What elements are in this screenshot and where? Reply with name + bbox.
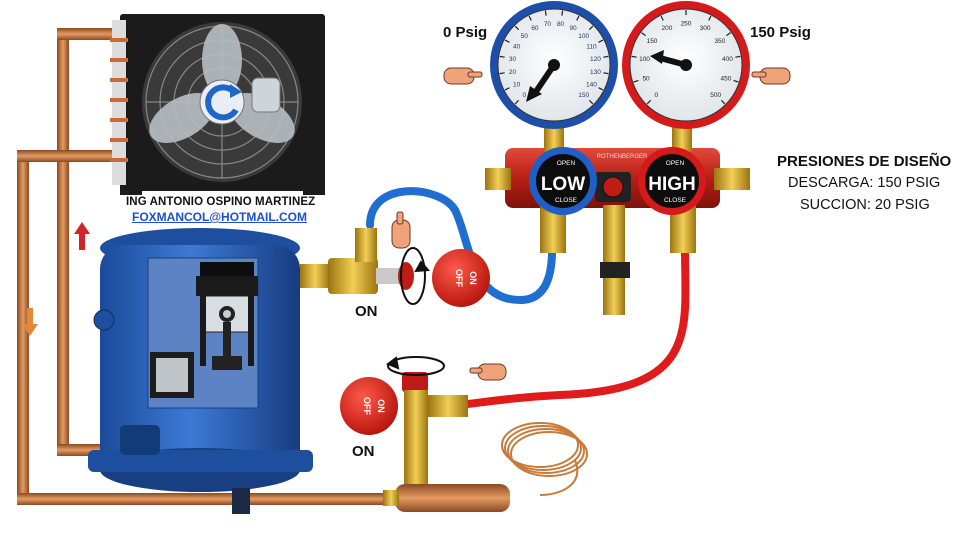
gauge-tick xyxy=(733,79,739,83)
gauge-tick-label: 110 xyxy=(586,43,597,50)
gauge-tick-label: 0 xyxy=(522,92,526,99)
gauge-tick-label: 70 xyxy=(544,21,552,28)
gauge-tick xyxy=(588,25,594,31)
gauge-tick xyxy=(499,72,505,75)
low-valve-knob[interactable]: LOW OPEN CLOSE xyxy=(529,147,597,215)
suction-cap-on: ON xyxy=(468,271,478,285)
gauge-tick-label: 10 xyxy=(513,82,521,89)
gauge-tick xyxy=(735,55,741,58)
gauge-tick xyxy=(633,79,639,83)
high-pressure-gauge: 0 50 100 150 200 250 300 350 400 450 500 xyxy=(622,1,750,129)
gauge-tick-label: 450 xyxy=(721,75,732,82)
low-close-label: CLOSE xyxy=(555,197,578,204)
discharge-service-valve xyxy=(402,372,468,484)
manifold-body xyxy=(485,124,750,315)
gauge-tick xyxy=(646,99,652,105)
gauge-tick xyxy=(598,87,604,91)
author-name: ING ANTONIO OSPINO MARTINEZ xyxy=(126,196,316,208)
gauge-tick-label: 100 xyxy=(578,33,589,40)
gauge-tick xyxy=(726,32,731,37)
high-valve-knob[interactable]: HIGH OPEN CLOSE xyxy=(638,147,706,215)
gauge-tick xyxy=(514,25,520,31)
suction-valve-cap[interactable]: OFF ON xyxy=(432,249,490,307)
manifold-brand: ROTHENBERGER xyxy=(597,154,648,160)
copper-piping xyxy=(17,28,417,505)
discharge-valve-state: ON xyxy=(352,443,375,460)
gauge-tick-label: 80 xyxy=(557,21,565,28)
gauge-tick-label: 30 xyxy=(509,56,517,63)
discharge-cap-on: ON xyxy=(376,399,386,413)
gauge-tick xyxy=(631,55,637,58)
discharge-cap-off: OFF xyxy=(362,397,372,415)
gauge-tick-label: 40 xyxy=(513,43,521,50)
gauge-tick xyxy=(514,99,520,105)
suction-pressure-spec: SUCCION: 20 PSIG xyxy=(800,197,930,213)
gauge-tick-label: 0 xyxy=(654,92,658,99)
suction-rotation-arrow xyxy=(400,247,431,305)
gauge-tick-label: 90 xyxy=(569,25,577,32)
high-close-label: CLOSE xyxy=(664,197,687,204)
gauge-tick-label: 120 xyxy=(590,56,601,63)
discharge-pressure-spec: DESCARGA: 150 PSIG xyxy=(788,175,941,191)
gauge-tick-label: 400 xyxy=(722,56,733,63)
pointing-hand-icon-discharge xyxy=(469,363,507,381)
compressor xyxy=(88,228,313,514)
design-pressures-title: PRESIONES DE DISEÑO xyxy=(777,153,952,170)
discharge-rotation-arrow xyxy=(385,356,445,376)
gauge-tick-label: 60 xyxy=(531,25,539,32)
gauge-tick-label: 20 xyxy=(509,69,517,76)
gauge-tick xyxy=(641,32,646,37)
gauge-tick-label: 500 xyxy=(710,92,721,99)
low-gauge-reading: 0 Psig xyxy=(443,24,488,41)
gauge-tick xyxy=(603,55,609,58)
high-open-label: OPEN xyxy=(666,160,685,167)
gauge-tick-label: 250 xyxy=(681,21,692,28)
pointing-hand-icon-suction xyxy=(391,211,411,249)
suction-valve-state: ON xyxy=(355,303,378,320)
gauge-tick xyxy=(528,15,532,21)
pointing-hand-icon-high xyxy=(751,67,791,85)
gauge-tick xyxy=(603,72,609,75)
discharge-hose xyxy=(451,246,690,409)
discharge-valve-cap[interactable]: OFF ON xyxy=(340,377,398,435)
condenser-unit xyxy=(110,14,325,195)
gauge-tick-label: 150 xyxy=(647,38,658,45)
low-open-label: OPEN xyxy=(557,160,576,167)
low-knob-label: LOW xyxy=(541,174,585,195)
flow-arrows xyxy=(22,222,90,336)
gauge-tick-label: 150 xyxy=(578,92,589,99)
gauge-tick-label: 300 xyxy=(700,25,711,32)
gauge-tick xyxy=(708,15,712,21)
gauge-tick xyxy=(544,10,547,16)
gauge-tick xyxy=(561,10,564,16)
capillary-coil xyxy=(501,422,588,496)
gauge-tick-label: 130 xyxy=(590,69,601,76)
high-knob-label: HIGH xyxy=(648,174,696,195)
gauge-tick xyxy=(660,15,664,21)
gauge-tick-label: 200 xyxy=(662,25,673,32)
gauge-tick-label: 350 xyxy=(715,38,726,45)
gauge-tick-label: 50 xyxy=(521,33,529,40)
gauge-tick-label: 100 xyxy=(639,56,650,63)
suction-service-valve xyxy=(300,228,414,294)
filter-drier xyxy=(383,484,510,512)
suction-cap-off: OFF xyxy=(454,269,464,287)
pointing-hand-icon-low xyxy=(443,67,483,85)
gauge-tick xyxy=(499,55,505,58)
gauge-tick xyxy=(576,15,580,21)
gauge-tick-label: 50 xyxy=(642,75,650,82)
gauge-tick xyxy=(504,87,510,91)
gauge-tick xyxy=(588,99,594,105)
gauge-tick-label: 140 xyxy=(586,82,597,89)
gauge-tick xyxy=(598,39,604,43)
author-email-link[interactable]: FOXMANCOL@HOTMAIL.COM xyxy=(132,210,308,224)
high-gauge-reading: 150 Psig xyxy=(750,24,811,41)
gauge-tick xyxy=(504,39,510,43)
gauge-tick xyxy=(720,99,726,105)
